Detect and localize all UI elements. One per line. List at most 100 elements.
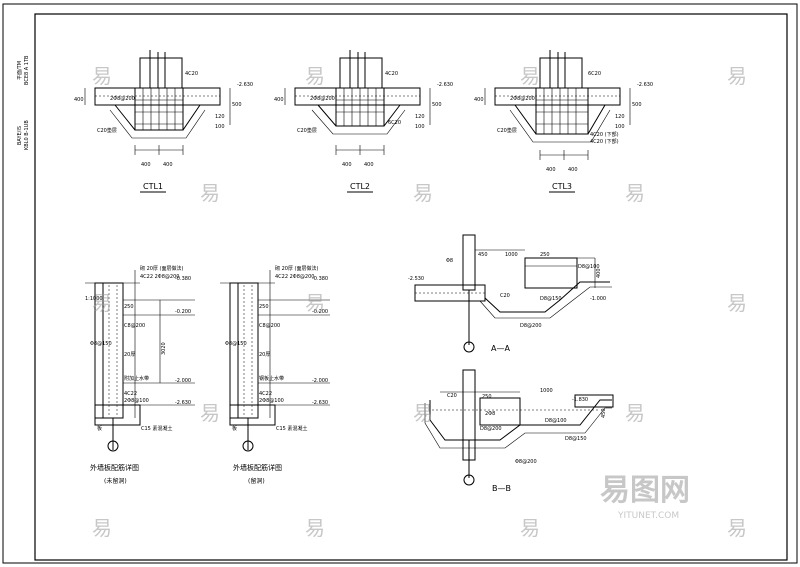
section-b-text-1: -1.830: [572, 397, 588, 403]
ctl1-rebar: 2Φ8@200: [110, 96, 135, 102]
ctl1-dim-left: 400: [141, 162, 151, 168]
ctl1-level: -2.630: [237, 82, 253, 88]
ctl1-bottom: 120: [215, 114, 225, 120]
wall2-text-10: 4C22: [259, 391, 272, 397]
wall2-text-3: 250: [259, 304, 269, 310]
section-a-text-0: -2.530: [408, 276, 424, 282]
section-b-text-8: D8@200: [480, 426, 502, 432]
section-a-text-5: 400: [596, 268, 602, 278]
wall2-text-7: 20厚: [259, 352, 270, 358]
section-a-text-8: -1.000: [590, 296, 606, 302]
ctl1-right: 500: [232, 102, 242, 108]
wall2-text-9: 钢板止水带: [259, 375, 284, 382]
section-a-text-10: C20: [500, 293, 510, 299]
wall2-text-14: 板: [232, 425, 237, 432]
ctl2-rebar: 2Φ8@200: [310, 96, 335, 102]
detail-ctl1: 400 4C20 2Φ8@200 -2.630 500 120 100 C20垫…: [74, 50, 253, 193]
wall2-text-12: -2.630: [312, 400, 328, 406]
wall2-text-13: C15 素混凝土: [276, 425, 307, 432]
wall1-text-4: C8@200: [124, 323, 145, 329]
section-a-text-1: Φ8: [446, 258, 453, 264]
wall1-text-15: C15 素混凝土: [141, 425, 172, 432]
watermark-brand: 易图网: [600, 473, 690, 508]
section-b-text-4: 450: [601, 408, 607, 418]
detail-ctl3: 400 6C20 2Φ8@200 -2.630 500 120 100 4C20…: [474, 50, 653, 193]
wall1-text-10: -2.000: [175, 378, 191, 384]
watermark-glyph: 易: [413, 181, 433, 205]
watermark-glyph: 易: [625, 401, 645, 425]
ctl3-note1: 4C20 (下部): [590, 131, 619, 138]
section-b-text-6: D8@150: [565, 436, 587, 442]
ctl1-top-rebar: 4C20: [185, 71, 198, 77]
ctl2-top-rebar: 4C20: [385, 71, 398, 77]
watermark-glyph: 易: [92, 64, 112, 88]
watermark-glyph: 易: [305, 291, 325, 315]
section-a-a: -2.530 Φ8 1000 250 450 400 D8@100 D8@150…: [408, 234, 612, 353]
section-b-text-3: 1000: [540, 388, 553, 394]
ctl2-note: 6C20: [388, 120, 401, 126]
ctl3-bottom: 120: [615, 114, 625, 120]
ctl2-bottom: 120: [415, 114, 425, 120]
wall1-text-8: Φ8@150: [90, 341, 112, 347]
watermark-layer: 易 易 易 易 易 易 易 易 易 易 易 易 易 易 易 易 易 易图网 YI…: [92, 64, 747, 540]
ctl3-top-rebar: 6C20: [588, 71, 601, 77]
section-a-text-2: 1000: [505, 252, 518, 258]
ctl2-right: 500: [432, 102, 442, 108]
section-b-text-0: C20: [447, 393, 457, 399]
wall1-text-9: 20厚: [124, 352, 135, 358]
wall1-text-13: 2Φ8@100: [124, 398, 149, 404]
wall1-sub: (未留洞): [104, 477, 127, 485]
wall1-text-6: 1:1000: [85, 296, 103, 302]
side-notes: 平面/TM BCE8 A 1TB BAYE/IS KBL0 B-1UB: [17, 55, 30, 150]
ctl3-dim-right: 400: [568, 167, 578, 173]
wall2-text-8: -2.000: [312, 378, 328, 384]
wall2-text-6: Φ8@150: [225, 341, 247, 347]
section-b-text-7: 2Φ8: [485, 411, 495, 417]
wall2-sub: (留洞): [248, 477, 265, 485]
wall-detail-2: 砌 20厚 (面层做法) 4C22 2Φ8@200 -0.380 250 C8@…: [220, 265, 330, 485]
watermark-site: YITUNET.COM: [617, 511, 679, 521]
section-a-text-9: D8@200: [520, 323, 542, 329]
wall1-text-14: -2.630: [175, 400, 191, 406]
ctl2-cushion: C20垫层: [297, 127, 317, 134]
watermark-glyph: 易: [413, 401, 433, 425]
ctl3-level: -2.630: [637, 82, 653, 88]
wall2-text-5: -0.200: [312, 309, 328, 315]
watermark-glyph: 易: [727, 516, 747, 540]
section-a-text-6: D8@100: [578, 264, 600, 270]
wall1-text-5: -0.200: [175, 309, 191, 315]
watermark-glyph: 易: [520, 64, 540, 88]
wall2-caption: 外墙板配筋详图: [233, 463, 282, 472]
section-b-text-9: Φ8@200: [515, 459, 537, 465]
wall-detail-1: 砌 20厚 (面层做法) 4C22 2Φ8@200 -0.380 250 C8@…: [85, 265, 195, 485]
side-note-3: BAYE/IS: [17, 126, 23, 145]
ctl3-dim-left: 400: [546, 167, 556, 173]
wall1-text-7: 3020: [161, 342, 167, 355]
ctl3-rebar: 2Φ8@200: [510, 96, 535, 102]
ctl2-mid: 100: [415, 124, 425, 130]
ctl1-cushion: C20垫层: [97, 127, 117, 134]
watermark-glyph: 易: [305, 516, 325, 540]
ctl1-dim-right: 400: [163, 162, 173, 168]
ctl3-mid: 100: [615, 124, 625, 130]
watermark-glyph: 易: [727, 291, 747, 315]
section-b-text-2: 250: [482, 394, 492, 400]
section-b-label: B—B: [492, 484, 511, 493]
wall1-text-3: 250: [124, 304, 134, 310]
watermark-glyph: 易: [92, 291, 112, 315]
wall1-text-12: 4C22: [124, 391, 137, 397]
ctl2-label: CTL2: [350, 182, 370, 191]
wall1-text-16: 板: [97, 425, 102, 432]
outer-frame: [2, 3, 798, 564]
ctl3-label: CTL3: [552, 182, 572, 191]
detail-ctl2: 400 4C20 2Φ8@200 -2.630 500 120 100 6C20…: [274, 50, 453, 193]
section-a-text-3: 250: [540, 252, 550, 258]
ctl2-h: 400: [274, 97, 284, 103]
ctl3-note2: 4C20 (下部): [590, 138, 619, 145]
watermark-glyph: 易: [200, 181, 220, 205]
wall2-text-1: 4C22 2Φ8@200: [275, 274, 314, 280]
wall2-text-4: C8@200: [259, 323, 280, 329]
ctl2-level: -2.630: [437, 82, 453, 88]
ctl2-dim-right: 400: [364, 162, 374, 168]
